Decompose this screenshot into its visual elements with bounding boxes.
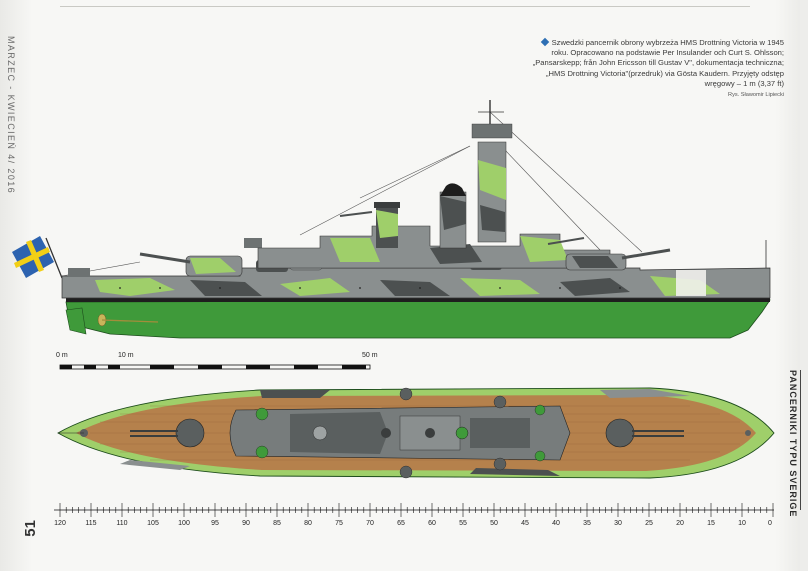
page-edge: [800, 0, 808, 571]
issue-label: MARZEC - KWIECIEŃ 4/ 2016: [6, 36, 16, 195]
ship-plan: [57, 387, 775, 479]
caption-text: Szwedzki pancernik obrony wybrzeża HMS D…: [532, 38, 784, 88]
ruler-label: 75: [335, 520, 343, 527]
caption-author: Rys. Sławomir Lipiecki: [728, 92, 784, 99]
ruler-label: 90: [242, 520, 250, 527]
series-tab-rule: [800, 370, 801, 510]
ruler-label: 10: [738, 520, 746, 527]
ruler-label: 115: [85, 520, 97, 527]
swedish-flag-icon: [12, 236, 63, 279]
ruler-label: 50: [490, 520, 498, 527]
ruler-label: 65: [397, 520, 405, 527]
ruler-label: 25: [645, 520, 653, 527]
scale-label-10: 10 m: [118, 352, 134, 359]
ruler-label: 15: [707, 520, 715, 527]
scale-label-50: 50 m: [362, 352, 378, 359]
drawing-caption: Szwedzki pancernik obrony wybrzeża HMS D…: [528, 37, 784, 100]
rigging: [61, 111, 643, 277]
ruler-label: 0: [768, 520, 772, 527]
series-tab: PANCERNIKI TYPU SVERIGE: [787, 370, 803, 517]
ruler-label: 30: [614, 520, 622, 527]
ruler-label: 120: [54, 520, 66, 527]
ruler-label: 85: [273, 520, 281, 527]
ruler-label: 60: [428, 520, 436, 527]
ruler-label: 80: [304, 520, 312, 527]
ruler-label: 40: [552, 520, 560, 527]
scale-label-0: 0 m: [56, 352, 68, 359]
ruler-label: 20: [676, 520, 684, 527]
ruler-label: 55: [459, 520, 467, 527]
series-tab-label: PANCERNIKI TYPU SVERIGE: [788, 370, 798, 518]
ruler-label: 105: [147, 520, 159, 527]
ruler-label: 35: [583, 520, 591, 527]
issue-header: MARZEC - KWIECIEŃ 4/ 2016: [6, 36, 26, 194]
ruler-label: 110: [116, 520, 128, 527]
ship-profile: [61, 100, 771, 339]
ruler-label: 95: [211, 520, 219, 527]
ruler-label: 100: [178, 520, 190, 527]
top-divider: [60, 6, 750, 7]
ruler-label: 45: [521, 520, 529, 527]
frame-ruler: [54, 503, 774, 517]
scale-bar: [59, 364, 371, 370]
ruler-label: 70: [366, 520, 374, 527]
